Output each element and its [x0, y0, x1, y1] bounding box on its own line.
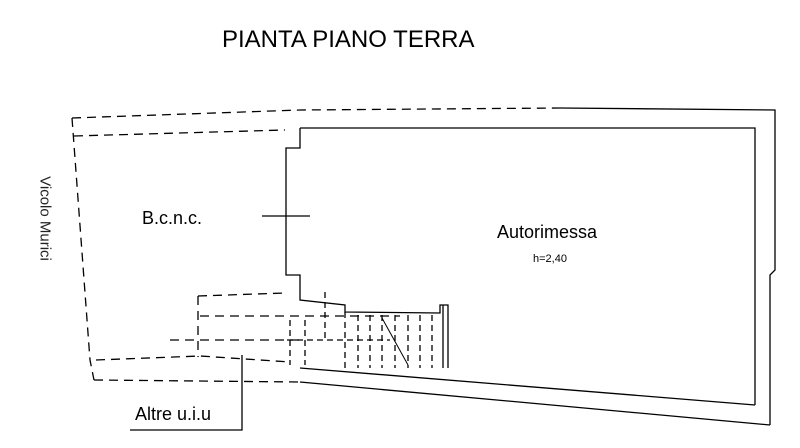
room-label-autorimessa: Autorimessa: [497, 222, 598, 242]
room-label-bcnc: B.c.n.c.: [142, 208, 203, 228]
page-title: PIANTA PIANO TERRA: [222, 26, 475, 53]
room-height-label: h=2,40: [533, 253, 567, 265]
other-units-label: Altre u.i.u: [135, 404, 212, 424]
street-label: Vicolo Murici: [36, 176, 54, 261]
stair-arrow: [381, 317, 409, 366]
stairs: [287, 292, 433, 368]
autorimessa-walls: [262, 107, 776, 426]
bcnc-boundary: [71, 107, 561, 383]
altre-boundary: [130, 355, 243, 431]
